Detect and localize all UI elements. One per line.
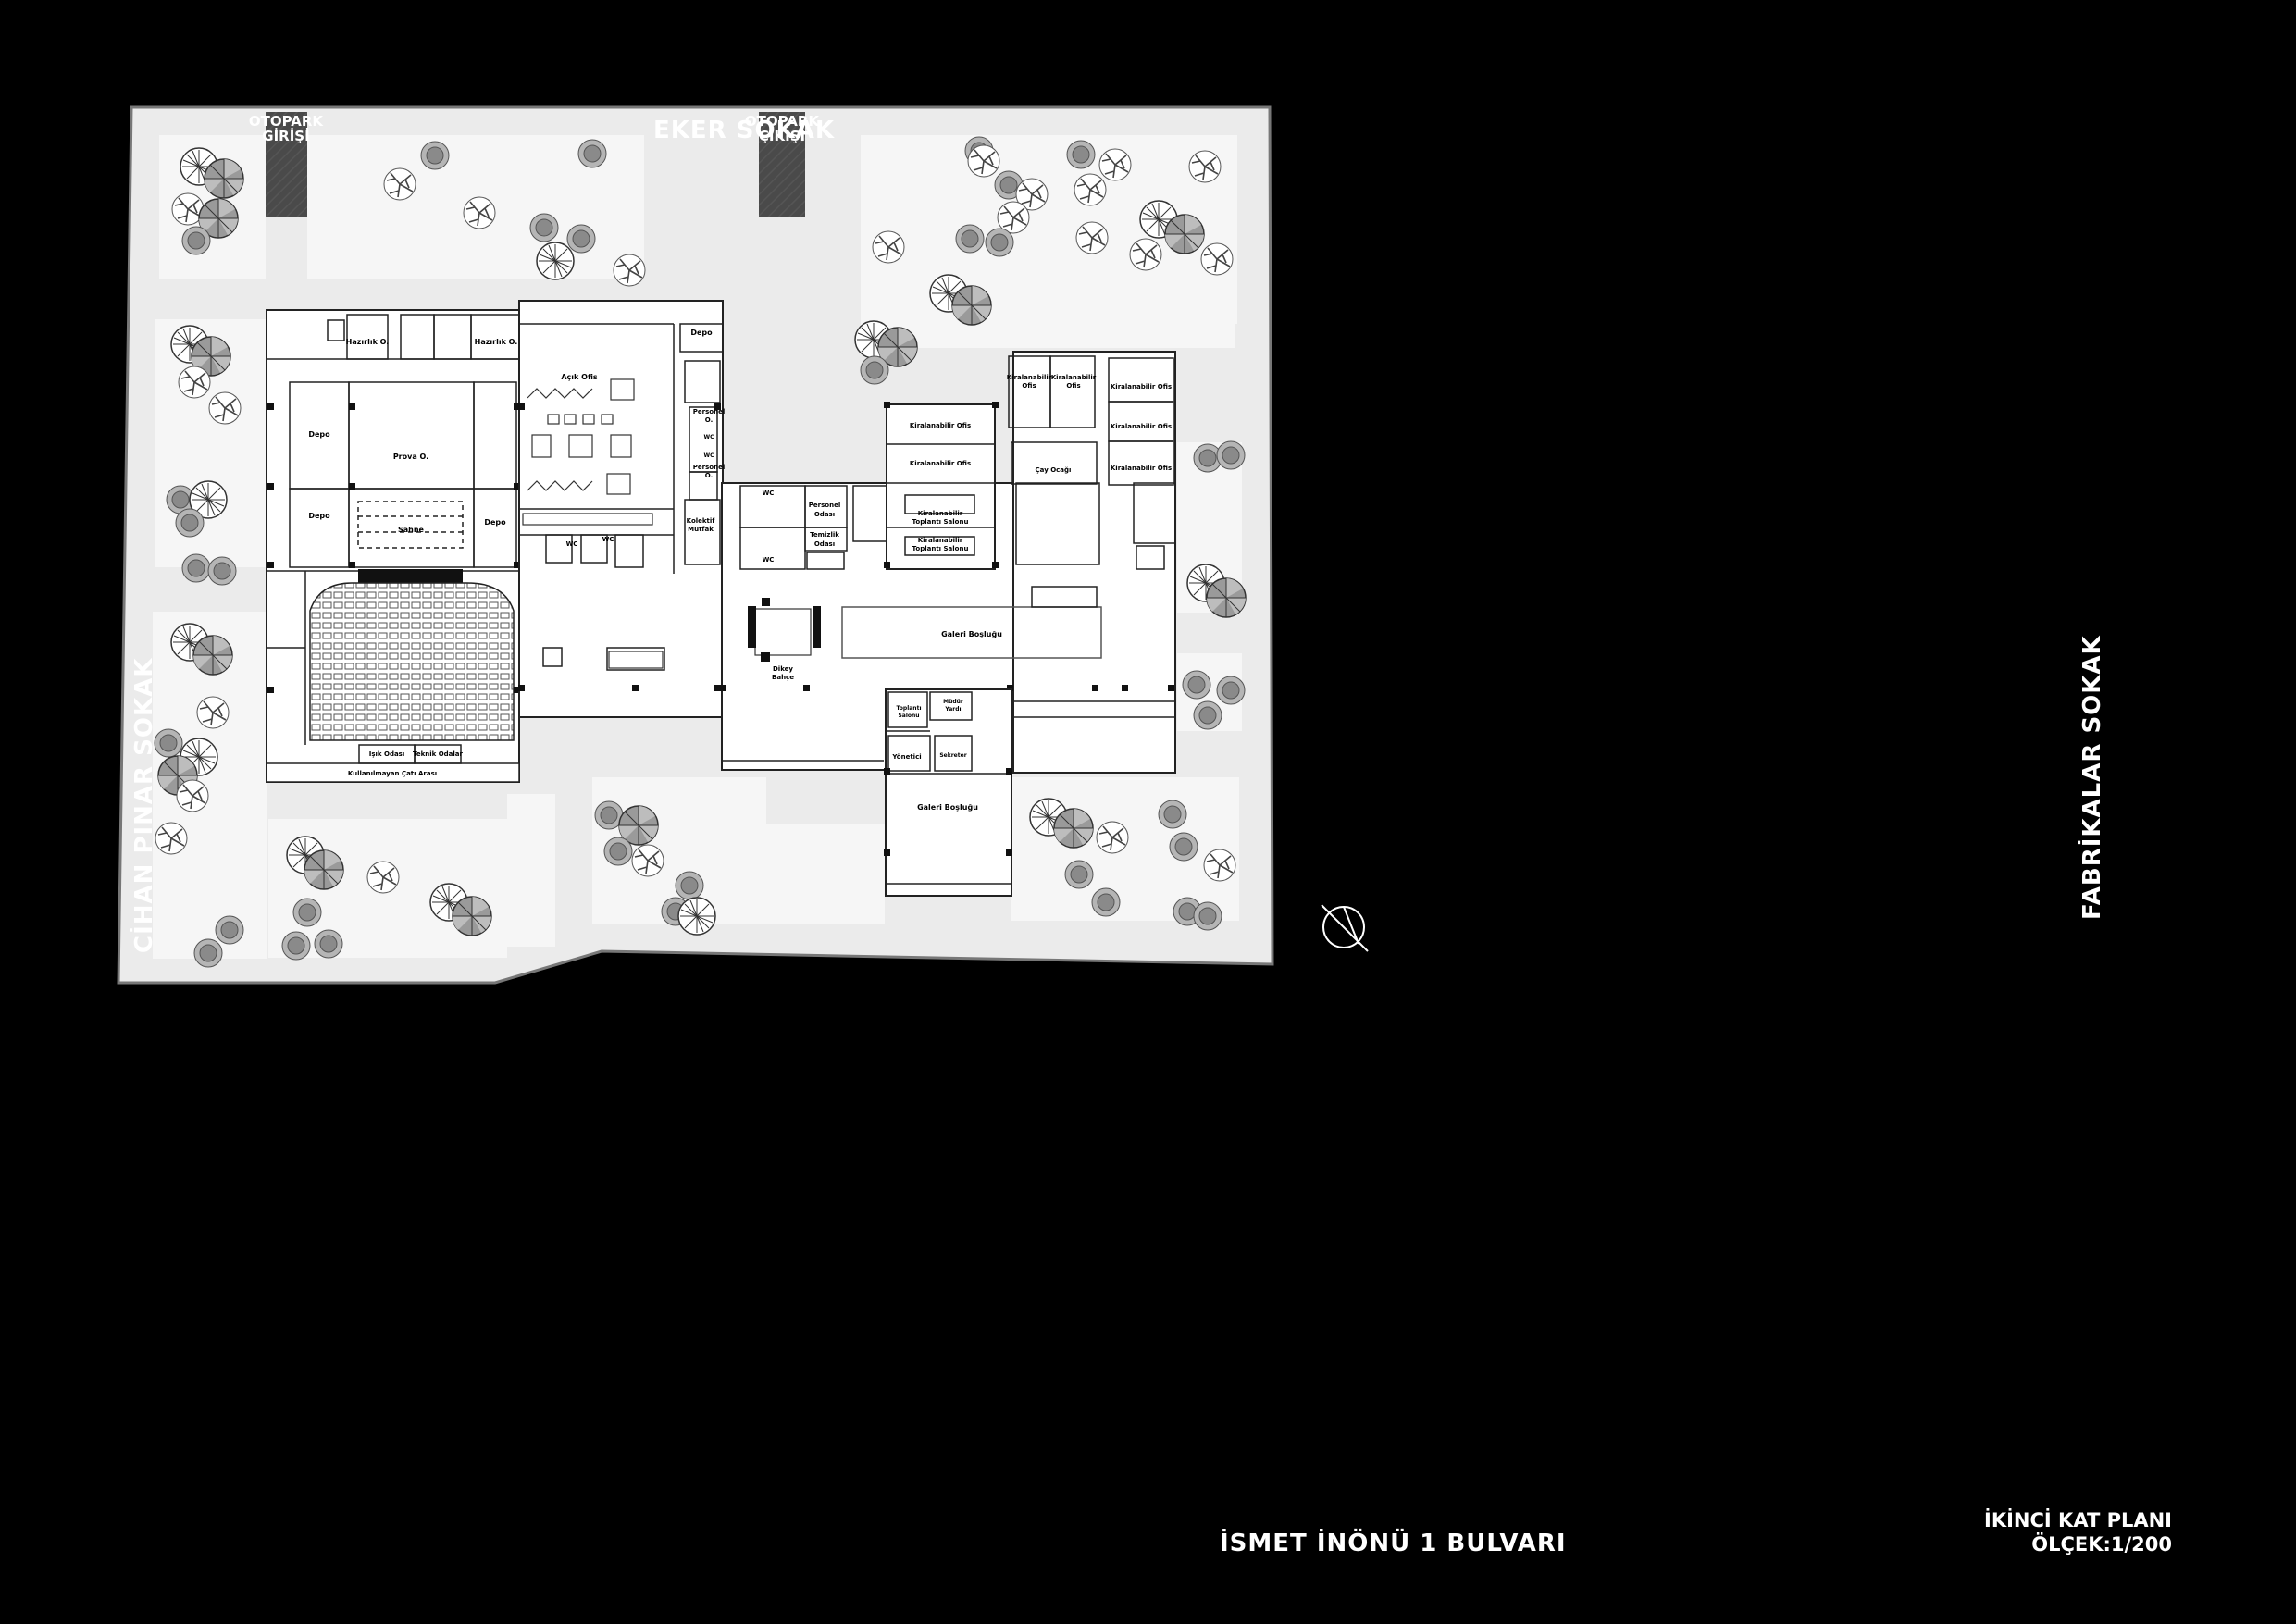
room-kira-5: Kiralanabilir Ofis xyxy=(1111,383,1172,391)
parking-entry-label-2: GİRİŞİ xyxy=(262,127,309,144)
room-wc-6: WC xyxy=(763,556,775,564)
office-block: Açık Ofis WC WC Depo Personel O. WC WC P… xyxy=(518,300,725,718)
parking-exit-label-2: ÇIKIŞI xyxy=(759,128,805,144)
room-toplanti-1b: Toplantı Salonu xyxy=(912,518,969,526)
room-sekreter: Sekreter xyxy=(939,752,966,759)
room-kira-4b: Ofis xyxy=(1066,382,1080,390)
parking-exit-label-1: OTOPARK xyxy=(745,113,821,130)
room-personel-odasi: Personel xyxy=(809,502,840,509)
street-north-label: EKER SOKAK xyxy=(653,117,835,144)
room-cay: Çay Ocağı xyxy=(1036,466,1072,474)
plan-title: İKİNCİ KAT PLANI xyxy=(1984,1509,2172,1531)
street-east-label: FABRİKALAR SOKAK xyxy=(2079,635,2106,920)
room-toplanti-2b: Toplantı Salonu xyxy=(912,545,969,552)
theatre-block: Hazırlık O. Hazırlık O. Depo Prova O. De… xyxy=(266,309,520,783)
room-kira-3: Kiralanabilir xyxy=(1007,374,1052,381)
room-wc-3: WC xyxy=(703,434,714,440)
room-depo-left-top: Depo xyxy=(308,430,330,439)
room-personel-1: Personel xyxy=(693,408,725,415)
room-personel-odasi-b: Odası xyxy=(814,511,835,518)
room-kullanilmayan: Kullanılmayan Çatı Arası xyxy=(348,770,437,777)
room-kira-3b: Ofis xyxy=(1022,382,1036,390)
room-kira-2: Kiralanabilir Ofis xyxy=(910,460,971,467)
plan-scale: ÖLÇEK:1/200 xyxy=(2031,1533,2172,1556)
room-teknik: Teknik Odalar xyxy=(413,750,464,758)
room-depo-left-bottom: Depo xyxy=(308,512,330,520)
room-toplanti-salonu: Toplantı xyxy=(896,705,921,712)
room-kira-4: Kiralanabilir xyxy=(1051,374,1097,381)
room-temizlik-b: Odası xyxy=(814,540,835,548)
parking-entry-ramp: OTOPARK GİRİŞİ xyxy=(249,112,325,217)
room-hazirlik-2: Hazırlık O. xyxy=(475,338,518,346)
north-arrow-icon xyxy=(1321,904,1369,952)
street-west-label: CİHAN PINAR SOKAK xyxy=(130,657,158,953)
room-acik-ofis: Açık Ofis xyxy=(561,373,598,381)
room-toplanti-1: Kiralanabilir xyxy=(918,510,963,517)
room-kolektif: Kolektif xyxy=(687,517,716,525)
room-temizlik: Temizlik xyxy=(810,531,839,539)
room-wc-1: WC xyxy=(566,540,578,548)
room-kira-1: Kiralanabilir Ofis xyxy=(910,422,971,429)
room-sahne: Sahne xyxy=(398,526,425,534)
room-mudur: Müdür xyxy=(943,699,963,705)
room-prova: Prova O. xyxy=(393,452,428,461)
room-kira-7: Kiralanabilir Ofis xyxy=(1111,465,1172,472)
room-mudur-b: Yardı xyxy=(944,706,961,713)
room-hazirlik-1: Hazırlık O. xyxy=(346,338,390,346)
room-galeri-2: Galeri Boşluğu xyxy=(917,803,978,812)
room-personel-1b: O. xyxy=(705,416,713,424)
room-personel-2b: O. xyxy=(705,472,713,479)
room-toplanti-salonu-b: Salonu xyxy=(898,713,919,719)
room-dikey-b: Bahçe xyxy=(772,674,794,681)
east-office-block: Kiralanabilir Ofis Kiralanabilir Ofis Ki… xyxy=(884,355,1174,570)
room-personel-2: Personel xyxy=(693,464,725,471)
room-wc-5: WC xyxy=(763,490,775,497)
plan-title-block: İKİNCİ KAT PLANI ÖLÇEK:1/200 xyxy=(1984,1508,2172,1556)
room-galeri-1: Galeri Boşluğu xyxy=(941,630,1002,638)
room-wc-2: WC xyxy=(602,536,614,543)
room-wc-4: WC xyxy=(703,452,714,459)
room-dikey: Dikey xyxy=(773,665,793,673)
parking-exit-ramp: OTOPARK ÇIKIŞI xyxy=(745,112,821,217)
room-kira-6: Kiralanabilir Ofis xyxy=(1111,423,1172,430)
room-depo-right: Depo xyxy=(484,518,506,527)
parking-entry-label-1: OTOPARK xyxy=(249,113,325,130)
street-south-label: İSMET İNÖNÜ 1 BULVARI xyxy=(1220,1530,1567,1557)
room-kolektif-b: Mutfak xyxy=(688,526,714,533)
admin-block: Toplantı Salonu Müdür Yardı Yönetici Sek… xyxy=(884,688,1012,897)
room-yonetici: Yönetici xyxy=(891,753,921,761)
room-isik: Işık Odası xyxy=(369,750,405,758)
room-depo-mid: Depo xyxy=(690,329,713,337)
room-toplanti-2: Kiralanabilir xyxy=(918,537,963,544)
